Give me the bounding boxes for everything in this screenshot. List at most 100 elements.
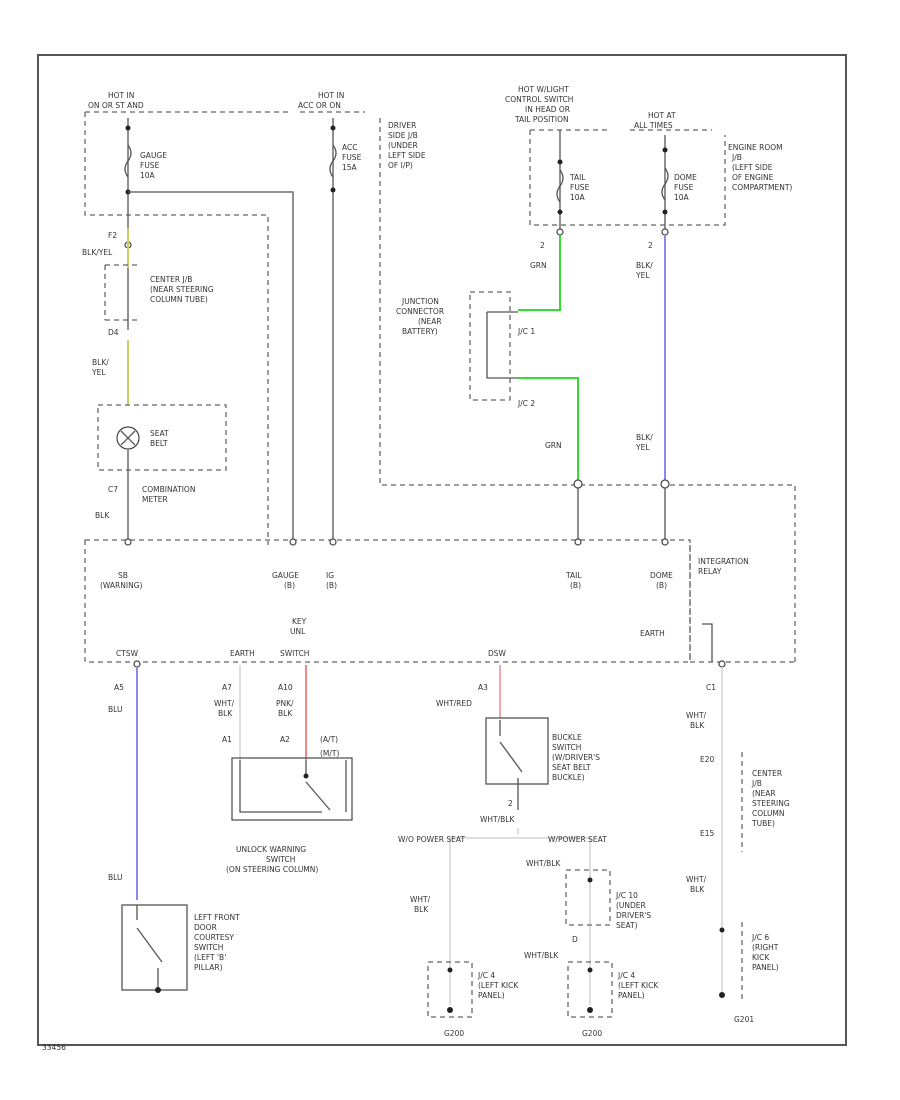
relay-pin-gauge <box>289 538 297 546</box>
wht-blk-earth-1: WHT/BLK <box>686 711 707 730</box>
f2-label: F2 <box>108 231 117 240</box>
relay-pin-c1 <box>718 660 726 668</box>
wht-blk-d-label: WHT/BLK <box>524 951 559 960</box>
left-door-switch-box <box>121 904 188 991</box>
blu-label-2: BLU <box>108 873 122 882</box>
g200-b-ground <box>587 1007 593 1013</box>
jc6-node <box>719 927 725 933</box>
g201-label: G201 <box>734 1015 754 1024</box>
gauge-line-to-relay <box>128 191 294 540</box>
w-power-seat-label: W/POWER SEAT <box>548 835 607 844</box>
dome-fuse-node <box>662 147 668 153</box>
blk-label: BLK <box>95 511 110 520</box>
blk-yel-dome-label: BLK/YEL <box>635 261 653 280</box>
buckle-switch-box <box>485 717 549 785</box>
green-wire-bottom <box>518 377 579 480</box>
jc4-a-node <box>447 967 453 973</box>
pnk-blk-label: PNK/BLK <box>276 699 294 718</box>
tail-fuse-node <box>557 159 563 165</box>
wht-blk-a7: WHT/BLK <box>214 699 235 718</box>
dome-fuse-icon <box>661 167 669 201</box>
g201-ground <box>719 992 725 998</box>
blk-yel-label: BLK/YEL <box>82 248 113 257</box>
tail-connector-ring <box>573 479 583 489</box>
g200-a-ground <box>447 1007 453 1013</box>
mt-label: (M/T) <box>320 749 340 758</box>
acc-fuse-node-2 <box>330 187 336 193</box>
relay-pin-dome <box>661 538 669 546</box>
a3-label: A3 <box>478 683 488 692</box>
blu-label-1: BLU <box>108 705 122 714</box>
junction-connector-box <box>469 291 511 401</box>
gauge-fuse-icon <box>124 144 132 178</box>
jc1-label: J/C 1 <box>517 327 535 336</box>
relay-key-switch-label-2: SWITCH <box>280 649 309 658</box>
relay-earth-label: EARTH <box>640 629 665 638</box>
relay-gauge-label: GAUGE(B) <box>272 571 299 590</box>
buckle-pin-2: 2 <box>508 799 513 808</box>
e20-label: E20 <box>700 755 715 764</box>
acc-fuse-icon <box>329 144 337 178</box>
seat-belt-lamp-x <box>120 430 136 446</box>
a5-label: A5 <box>114 683 124 692</box>
relay-pin-tail <box>574 538 582 546</box>
a-t-label: (A/T) <box>320 735 338 744</box>
wht-blk-seat-label: WHT/BLK <box>410 895 431 914</box>
relay-ctsw-label: CTSW <box>116 649 139 658</box>
tail-fuse-icon <box>556 169 564 203</box>
left-door-switch-ground <box>155 987 161 993</box>
jc10-box <box>565 869 611 926</box>
dome-pin-2 <box>661 228 669 236</box>
jc2-label: J/C 2 <box>517 399 535 408</box>
relay-dome-label: DOME(B) <box>650 571 673 590</box>
grn-label-1: GRN <box>530 261 547 270</box>
g200-a-label: G200 <box>444 1029 464 1038</box>
unlock-switch-box <box>231 757 353 821</box>
a10-label: A10 <box>278 683 293 692</box>
relay-earth-wire <box>702 623 713 662</box>
corner-id: 33456 <box>42 1043 66 1052</box>
wo-power-seat-label: W/O POWER SEAT <box>398 835 465 844</box>
jc4-b-box <box>567 961 613 1018</box>
a7-label: A7 <box>222 683 232 692</box>
grn-label-2: GRN <box>545 441 562 450</box>
wht-blk-buckle: WHT/BLK <box>480 815 515 824</box>
integration-relay-box <box>84 539 691 663</box>
center-jb-top-outline <box>104 264 140 321</box>
hot-in-on-label-2: ON OR ST AND <box>88 101 144 110</box>
gauge-fuse-node-top <box>125 125 131 131</box>
a1-label: A1 <box>222 735 232 744</box>
dome-fuse-node-2 <box>662 209 668 215</box>
left-door-switch-contact <box>136 905 163 990</box>
a2-label: A2 <box>280 735 290 744</box>
dome-pin-2-label: 2 <box>648 241 653 250</box>
power-seat-branch <box>449 828 591 1005</box>
fuse-box-left-outline <box>84 111 290 545</box>
relay-dsw-label: DSW <box>488 649 507 658</box>
tail-fuse-node-2 <box>557 209 563 215</box>
jc4-a-box <box>427 961 473 1018</box>
integration-relay-right <box>689 545 795 663</box>
wht-blk-ps-label: WHT/BLK <box>526 859 561 868</box>
blk-yel-dome-label-2: BLK/YEL <box>635 433 653 452</box>
wht-blk-earth-2: WHT/BLK <box>686 875 707 894</box>
